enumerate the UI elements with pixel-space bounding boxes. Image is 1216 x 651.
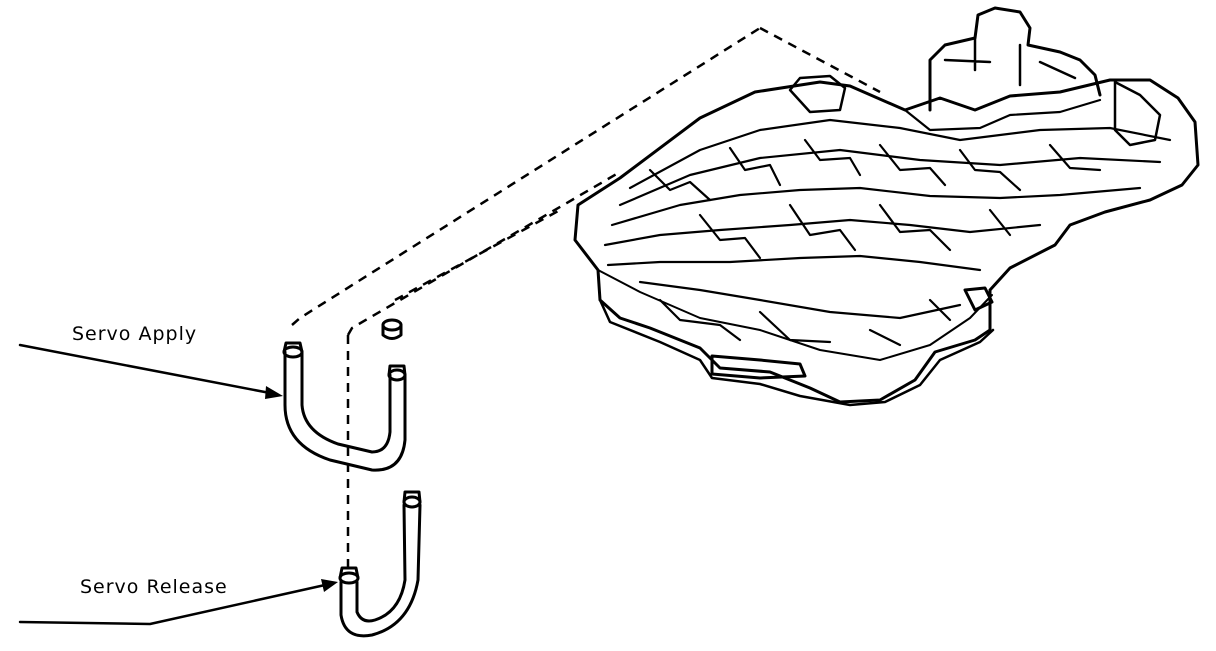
leader-lines bbox=[18, 343, 338, 626]
servo-release-label: Servo Release bbox=[80, 576, 228, 598]
dashed-line-apply-top bbox=[759, 26, 881, 94]
dashed-line-apply-front bbox=[291, 26, 761, 326]
servo-apply-tube bbox=[282, 318, 407, 472]
dashed-line-release-upper bbox=[346, 170, 621, 336]
leader-servo-apply bbox=[18, 343, 272, 395]
servo-release-tube bbox=[338, 490, 422, 638]
arrowhead-servo-apply bbox=[265, 386, 283, 399]
valve-body bbox=[573, 6, 1200, 407]
servo-apply-label: Servo Apply bbox=[72, 323, 198, 345]
dashed-line-cap bbox=[394, 208, 561, 302]
arrowhead-servo-release bbox=[321, 579, 338, 592]
alignment-lines bbox=[291, 26, 881, 575]
seal-cap bbox=[381, 318, 403, 340]
leader-servo-release bbox=[18, 583, 327, 626]
